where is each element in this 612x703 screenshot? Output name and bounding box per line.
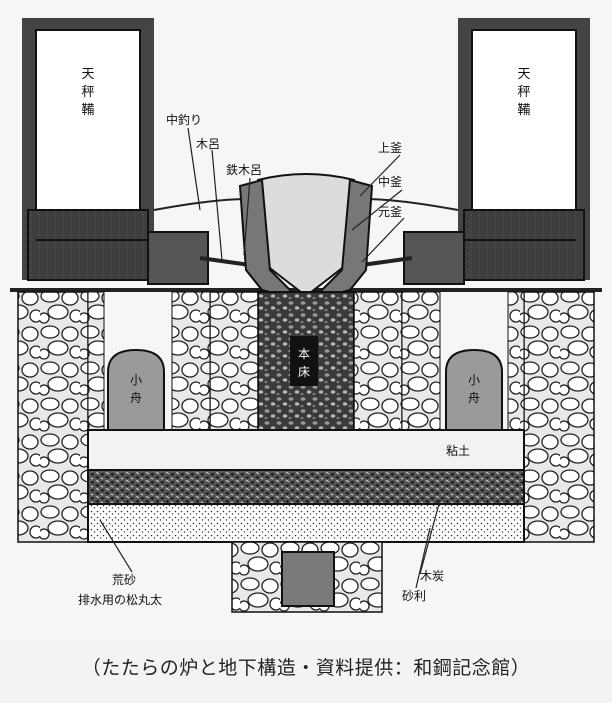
stone-wall-right bbox=[523, 291, 595, 543]
svg-text:秤: 秤 bbox=[517, 85, 530, 100]
charcoal-layer bbox=[87, 469, 525, 505]
left-bellows bbox=[22, 18, 209, 285]
label-jari: 砂利 bbox=[402, 589, 426, 603]
label-kobune-left: 小 舟 bbox=[130, 373, 142, 405]
furnace bbox=[238, 173, 374, 302]
svg-text:天: 天 bbox=[81, 67, 94, 82]
svg-text:小: 小 bbox=[468, 373, 480, 387]
label-kobune-right: 小 舟 bbox=[468, 373, 480, 405]
label-nendo: 粘土 bbox=[446, 443, 470, 458]
label-nakagama: 中釜 bbox=[378, 174, 402, 189]
label-kamigama: 上釜 bbox=[378, 140, 402, 155]
label-haisui: 排水用の松丸太 bbox=[78, 592, 162, 607]
stone-inner-left bbox=[209, 291, 259, 431]
label-tekkiro: 鉄木呂 bbox=[226, 162, 262, 177]
svg-text:本: 本 bbox=[298, 347, 310, 361]
label-motogama: 元釜 bbox=[378, 204, 402, 219]
drain-pine-log bbox=[281, 551, 335, 607]
right-bellows bbox=[403, 18, 590, 285]
svg-text:秤: 秤 bbox=[81, 85, 94, 100]
label-hondoko: 本 床 bbox=[298, 347, 310, 379]
label-tenbin-right: 天 秤 鞴 bbox=[517, 67, 530, 118]
sand-layer bbox=[87, 503, 525, 543]
label-kiyori: 木呂 bbox=[196, 137, 220, 151]
hondoko-block bbox=[290, 336, 318, 386]
stone-wall-left bbox=[17, 291, 89, 543]
label-arasuna: 荒砂 bbox=[112, 573, 136, 587]
tatara-furnace-diagram: 天 秤 鞴 天 秤 鞴 中釣り 木呂 鉄木呂 上釜 中釜 元釜 小 舟 小 舟 … bbox=[10, 18, 602, 613]
stone-inner-right bbox=[353, 291, 403, 431]
svg-text:小: 小 bbox=[130, 373, 142, 387]
label-tenbin-left: 天 秤 鞴 bbox=[81, 67, 94, 118]
kobune-left bbox=[107, 348, 165, 431]
svg-text:鞴: 鞴 bbox=[81, 103, 94, 118]
svg-text:舟: 舟 bbox=[130, 391, 142, 405]
svg-text:鞴: 鞴 bbox=[517, 103, 530, 118]
svg-text:舟: 舟 bbox=[468, 391, 480, 405]
svg-text:天: 天 bbox=[517, 67, 530, 82]
caption: （たたらの炉と地下構造・資料提供：和鋼記念館） bbox=[81, 657, 531, 679]
label-mokutan: 木炭 bbox=[420, 569, 444, 583]
label-nakatsuri: 中釣り bbox=[166, 112, 202, 127]
kobune-right bbox=[445, 348, 503, 431]
svg-text:床: 床 bbox=[298, 365, 310, 379]
